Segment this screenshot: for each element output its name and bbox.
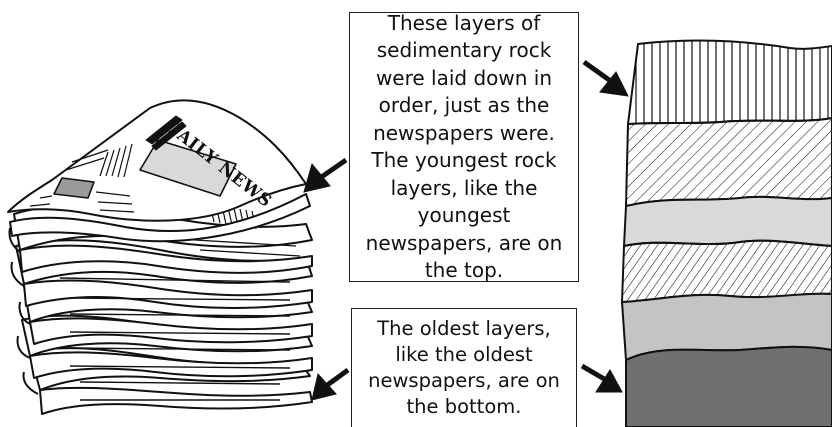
rock-layer-2 [626,118,832,206]
rock-layer-3 [624,197,832,246]
newspaper-photo-small [54,178,94,198]
rock-layer-4 [622,241,832,302]
rock-layer-bottom [626,347,832,427]
callout-top-text: These layers of sedimentary rock were la… [356,10,572,285]
callout-youngest-layers: These layers of sedimentary rock were la… [349,12,579,282]
rock-layer-top [628,41,832,124]
callout-oldest-layers: The oldest layers, like the oldest newsp… [351,308,577,427]
newspaper-stack: DAILY NEWS [8,100,312,414]
arrow-to-rock-bottom [582,366,622,392]
arrow-to-newspaper-top [304,160,346,192]
rock-column [622,41,832,427]
arrow-to-newspaper-bottom [312,370,348,400]
newspaper-top: DAILY NEWS [8,100,310,241]
callout-bottom-text: The oldest layers, like the oldest newsp… [358,316,570,420]
arrow-to-rock-top [584,62,628,96]
